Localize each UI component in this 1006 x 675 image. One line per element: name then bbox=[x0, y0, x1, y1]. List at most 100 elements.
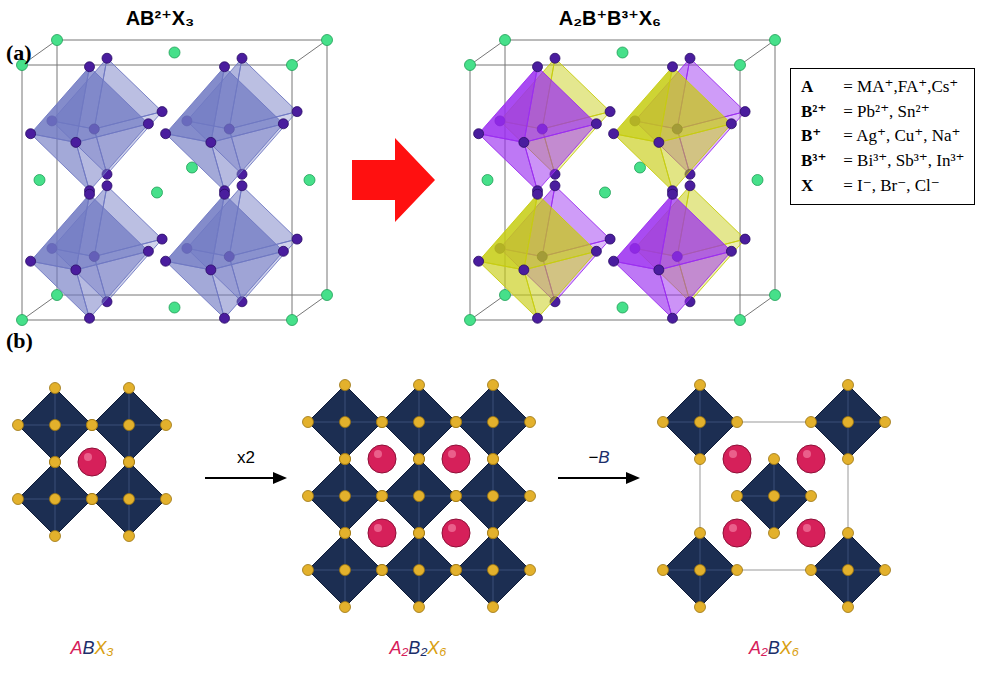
halide-atom bbox=[237, 181, 247, 191]
halide-atom bbox=[609, 129, 619, 139]
x-atom bbox=[13, 494, 24, 505]
cell-edge bbox=[740, 65, 741, 320]
x-atom bbox=[658, 565, 669, 576]
octahedron-2d bbox=[456, 533, 530, 607]
halide-atom bbox=[474, 256, 484, 266]
octahedron-2d bbox=[308, 533, 382, 607]
halide-atom bbox=[605, 107, 615, 117]
x-atom bbox=[340, 491, 351, 502]
x-atom bbox=[695, 528, 706, 539]
halide-atom bbox=[726, 246, 736, 256]
cell-edge bbox=[22, 320, 292, 321]
cell-edge bbox=[470, 295, 505, 320]
x-atom bbox=[769, 491, 780, 502]
halide-atom bbox=[278, 246, 288, 256]
octahedron-face bbox=[76, 124, 148, 191]
halide-atom bbox=[157, 107, 167, 117]
x-atom bbox=[451, 565, 462, 576]
x-atom bbox=[340, 454, 351, 465]
x-atom bbox=[695, 602, 706, 613]
halide-atom bbox=[26, 129, 36, 139]
x-atom bbox=[340, 380, 351, 391]
octahedron-face bbox=[614, 261, 673, 318]
a-site-atom bbox=[617, 47, 628, 58]
halide-atom bbox=[237, 53, 247, 63]
x-atom bbox=[50, 383, 61, 394]
cell-edge bbox=[22, 65, 292, 66]
x-atom bbox=[124, 457, 135, 468]
x-atom bbox=[695, 380, 706, 391]
a-atom bbox=[723, 519, 751, 547]
x-atom bbox=[50, 457, 61, 468]
x-atom bbox=[87, 494, 98, 505]
octahedron-2d bbox=[382, 385, 456, 459]
arrow-head bbox=[273, 472, 287, 484]
halide-atom bbox=[519, 137, 529, 147]
halide-atom bbox=[685, 181, 695, 191]
halide-atom bbox=[206, 265, 216, 275]
halide-atom bbox=[292, 234, 302, 244]
octahedron-face bbox=[479, 134, 538, 191]
halide-atom bbox=[206, 137, 216, 147]
a-atom bbox=[797, 519, 825, 547]
x-atom bbox=[769, 454, 780, 465]
cell-edge bbox=[57, 40, 327, 41]
octahedron-face bbox=[659, 251, 732, 318]
x-atom bbox=[843, 565, 854, 576]
octahedron-2d bbox=[308, 459, 382, 533]
a-atom-shine bbox=[448, 524, 456, 532]
x-atom bbox=[124, 531, 135, 542]
x-atom bbox=[377, 491, 388, 502]
x-atom bbox=[50, 420, 61, 431]
a-site-atom bbox=[152, 187, 163, 198]
halide-atom bbox=[85, 62, 95, 72]
x-atom bbox=[161, 420, 172, 431]
x-atom bbox=[488, 565, 499, 576]
x-atom bbox=[340, 565, 351, 576]
x-atom bbox=[124, 383, 135, 394]
cell-edge bbox=[22, 295, 57, 320]
a-site-atom bbox=[500, 35, 511, 46]
a-atom bbox=[442, 445, 470, 473]
a-site-atom bbox=[465, 315, 476, 326]
halide-atom bbox=[519, 265, 529, 275]
halide-atom bbox=[102, 53, 112, 63]
halide-atom bbox=[685, 53, 695, 63]
a-site-atom bbox=[287, 315, 298, 326]
x-atom bbox=[340, 454, 351, 465]
formula-title: A₂B⁺B³⁺X₆ bbox=[559, 6, 661, 30]
a-site-atom bbox=[465, 60, 476, 71]
a-atom-shine bbox=[803, 524, 811, 532]
x-atom bbox=[414, 602, 425, 613]
cell-edge bbox=[327, 40, 328, 295]
a-site-atom bbox=[34, 175, 45, 186]
halide-atom bbox=[143, 119, 153, 129]
x-atom bbox=[124, 457, 135, 468]
x-atom bbox=[414, 380, 425, 391]
legend-entry: B²⁺ = Pb²⁺, Sn²⁺ bbox=[801, 100, 964, 125]
cell-edge bbox=[470, 40, 505, 65]
octahedron-face bbox=[659, 124, 732, 191]
halide-atom bbox=[85, 189, 95, 199]
x-atom bbox=[303, 491, 314, 502]
octahedron-face bbox=[211, 251, 284, 318]
legend-entry: B³⁺ = Bi³⁺, Sb³⁺, In³⁺ bbox=[801, 149, 964, 174]
halide-atom bbox=[533, 313, 543, 323]
octahedron-2d bbox=[456, 385, 530, 459]
octahedron-2d bbox=[811, 385, 885, 459]
x-atom bbox=[488, 380, 499, 391]
x-atom bbox=[451, 565, 462, 576]
a-atom bbox=[442, 519, 470, 547]
octahedron-2d bbox=[382, 533, 456, 607]
cell-edge bbox=[740, 295, 775, 320]
x-atom bbox=[377, 417, 388, 428]
x-atom bbox=[806, 565, 817, 576]
legend-entry: A = MA⁺,FA⁺,Cs⁺ bbox=[801, 75, 964, 100]
x-atom bbox=[488, 454, 499, 465]
a-atom-shine bbox=[374, 450, 382, 458]
a-site-atom bbox=[322, 290, 333, 301]
halide-atom bbox=[668, 189, 678, 199]
octahedron-2d bbox=[18, 462, 92, 536]
octahedron-face bbox=[31, 261, 90, 318]
